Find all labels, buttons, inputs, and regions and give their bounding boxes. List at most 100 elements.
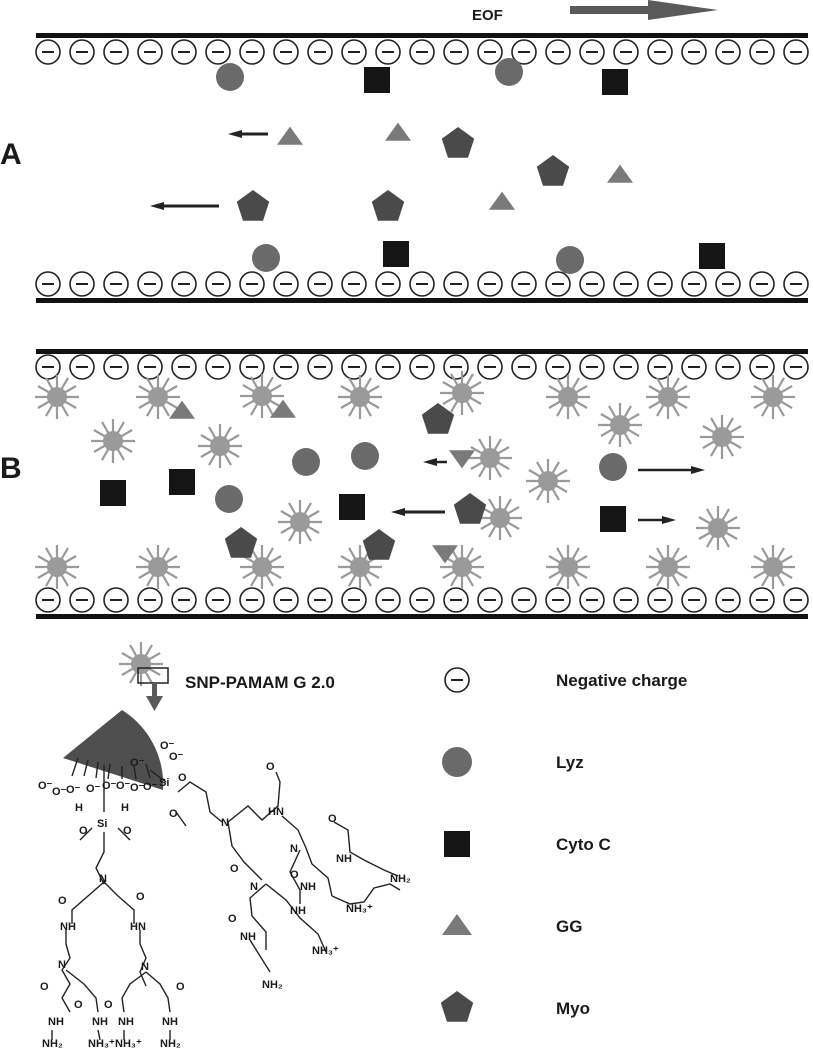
negative-charge-icon [409, 39, 435, 65]
cyto-c-square [100, 480, 126, 506]
snp-pamam-particle [468, 436, 512, 480]
myo-pentagon [440, 991, 474, 1022]
negative-charge-icon [715, 39, 741, 65]
negative-charge-icon [307, 271, 333, 297]
svg-text:H: H [121, 802, 129, 814]
negative-charge-icon [205, 354, 231, 380]
panel-b-bottom-wall [36, 614, 808, 619]
svg-text:O: O [58, 895, 67, 907]
svg-text:O: O [74, 999, 83, 1011]
svg-text:O: O [169, 808, 178, 820]
snp-pamam-particle [35, 545, 79, 589]
negative-charge-icon [681, 39, 707, 65]
negative-charge-icon [35, 271, 61, 297]
negative-charge-icon [647, 587, 673, 613]
negative-charge-icon [273, 271, 299, 297]
negative-charge-icon [749, 354, 775, 380]
lyz-circle [495, 58, 523, 86]
svg-text:NH: NH [92, 1016, 108, 1028]
snp-pamam-label: SNP-PAMAM G 2.0 [185, 673, 335, 692]
svg-text:NH₃⁺: NH₃⁺ [88, 1038, 115, 1050]
svg-text:NH₃⁺: NH₃⁺ [312, 945, 339, 957]
myo-pentagon [236, 190, 270, 221]
svg-text:O: O [228, 913, 237, 925]
zoom-box [137, 667, 169, 684]
legend-label: Cyto C [556, 835, 611, 854]
migration-arrow [228, 130, 268, 138]
snp-pamam-particle [751, 375, 795, 419]
negative-charge-icon [375, 271, 401, 297]
legend-item-gg: GG [442, 914, 582, 936]
panel-b-bottom-charge-row [35, 587, 809, 613]
svg-text:O⁻: O⁻ [86, 783, 101, 795]
snp-pamam-particle [440, 545, 484, 589]
svg-text:NH: NH [60, 921, 76, 933]
pamam-dendron-bonds [51, 757, 401, 1041]
snp-pamam-particle [198, 424, 242, 468]
pamam-atom-labels: Si Si O⁻ O⁻ O⁻ O⁻ O⁻ O⁻ O⁻ O⁻ O⁻ O⁻ O⁻ H… [38, 740, 411, 1050]
lyz-circle [351, 442, 379, 470]
snp-pamam-particle [278, 500, 322, 544]
panel-a-analytes [150, 58, 725, 274]
negative-charge-icon [443, 354, 469, 380]
snp-pamam-particle [240, 374, 284, 418]
negative-charge-icon [715, 587, 741, 613]
gg-triangle [385, 122, 411, 141]
svg-text:O⁻: O⁻ [38, 780, 53, 792]
eof-label: EOF [472, 7, 503, 24]
negative-charge-icon [409, 587, 435, 613]
negative-charge-icon [613, 354, 639, 380]
cyto-c-square [602, 69, 628, 95]
negative-charge-icon [375, 587, 401, 613]
panel-b-top-charge-row [35, 354, 809, 380]
cyto-c-square [339, 494, 365, 520]
negative-charge-icon [681, 354, 707, 380]
negative-charge-icon [545, 354, 571, 380]
gg-triangle [607, 164, 633, 183]
negative-charge-icon [171, 39, 197, 65]
panel-a-bottom-wall [36, 298, 808, 303]
svg-text:N: N [58, 959, 66, 971]
negative-charge-icon [35, 354, 61, 380]
snp-pamam-particle [700, 415, 744, 459]
migration-arrow [391, 508, 445, 516]
svg-text:O⁻: O⁻ [116, 780, 131, 792]
svg-text:N: N [141, 961, 149, 973]
negative-charge-icon [477, 39, 503, 65]
negative-charge-icon [341, 354, 367, 380]
negative-charge-icon [511, 354, 537, 380]
negative-charge-icon [545, 271, 571, 297]
svg-text:NH₂: NH₂ [390, 873, 411, 885]
svg-text:NH₂: NH₂ [160, 1038, 181, 1050]
negative-charge-icon [511, 271, 537, 297]
negative-charge-icon [579, 354, 605, 380]
svg-text:O⁻: O⁻ [160, 740, 175, 752]
negative-charge-icon [443, 271, 469, 297]
negative-charge-icon [137, 354, 163, 380]
negative-charge-icon [69, 587, 95, 613]
myo-pentagon [224, 527, 258, 558]
snp-pamam-particle [338, 375, 382, 419]
myo-pentagon [453, 493, 487, 524]
negative-charge-icon [375, 354, 401, 380]
particle-surface-wedge [63, 710, 164, 790]
negative-charge-icon [783, 271, 809, 297]
panel-b-nanoparticles [35, 371, 795, 589]
negative-charge-icon [613, 587, 639, 613]
negative-charge-icon [205, 271, 231, 297]
snp-pamam-particle [526, 459, 570, 503]
eof-arrow [570, 0, 718, 20]
negative-charge-icon [647, 271, 673, 297]
cyto-c-square [169, 469, 195, 495]
lyz-circle [215, 485, 243, 513]
svg-text:N: N [99, 873, 107, 885]
negative-charge-icon [239, 587, 265, 613]
svg-text:HN: HN [268, 806, 284, 818]
negative-charge-icon [681, 587, 707, 613]
snp-pamam-particle [546, 545, 590, 589]
svg-text:O: O [79, 825, 88, 837]
panel-a-capillary [35, 33, 809, 303]
lyz-circle [252, 244, 280, 272]
negative-charge-icon [647, 354, 673, 380]
